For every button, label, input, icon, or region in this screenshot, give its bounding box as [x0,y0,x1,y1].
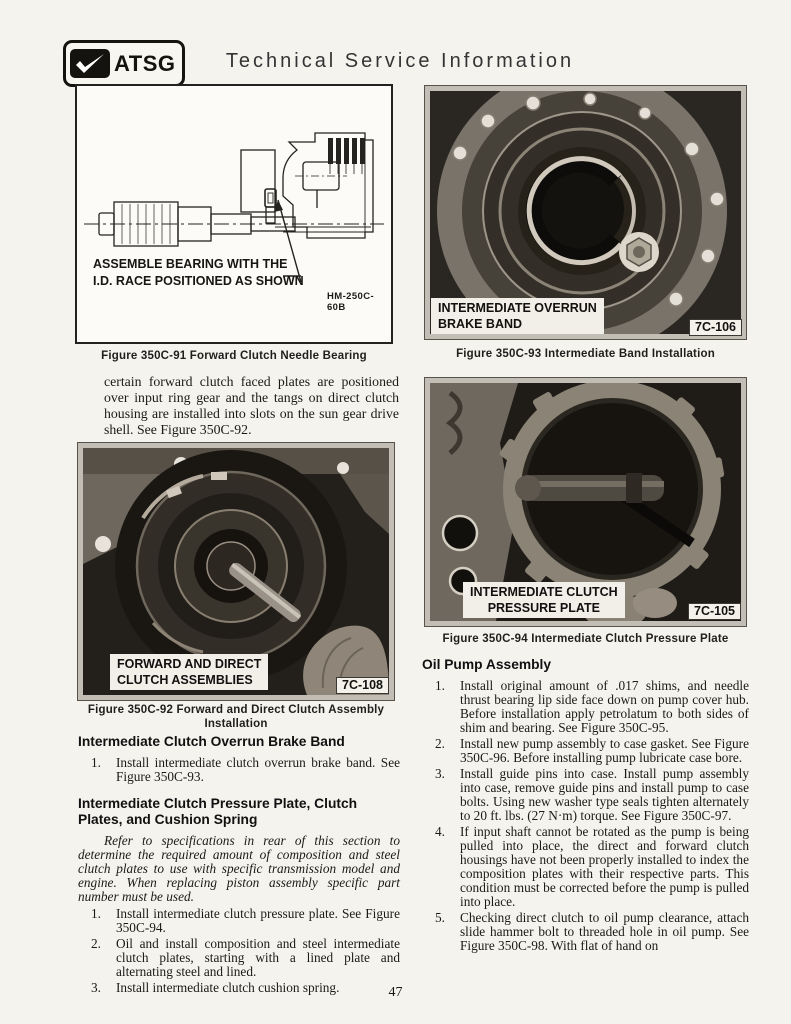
list-item-text: Install original amount of .017 shims, a… [460,677,749,735]
list-item-number: 1. [435,677,445,693]
section-heading: Intermediate Clutch Overrun Brake Band [78,734,345,749]
checkmark-icon [70,49,110,78]
photo-label-line2: CLUTCH ASSEMBLIES [117,673,253,687]
photo-label: FORWARD AND DIRECT CLUTCH ASSEMBLIES [110,654,269,690]
list-item-text: Checking direct clutch to oil pump clear… [460,909,749,953]
photo-tag: 7C-106 [689,319,742,336]
band-installation-photo [430,91,741,334]
list-item-text: Install intermediate clutch pressure pla… [116,905,400,935]
section-heading: Oil Pump Assembly [422,657,552,672]
figure-92-photo: FORWARD AND DIRECT CLUTCH ASSEMBLIES 7C-… [77,442,395,701]
list-item-text: Install guide pins into case. Install pu… [460,765,749,823]
figure-91-caption: Figure 350C-91 Forward Clutch Needle Bea… [101,350,367,362]
caption-line1: Figure 350C-92 Forward and Direct Clutch… [87,704,385,716]
figure-91-diagram: ASSEMBLE BEARING WITH THE I.D. RACE POSI… [75,84,393,344]
intro-paragraph: certain forward clutch faced plates are … [104,374,399,437]
photo-label-line2: BRAKE BAND [438,317,523,331]
photo-label: INTERMEDIATE OVERRUN BRAKE BAND [431,298,604,334]
list-item: 1. Install intermediate clutch pressure … [78,905,400,935]
figure-94-photo: INTERMEDIATE CLUTCH PRESSURE PLATE 7C-10… [424,377,747,627]
photo-label: INTERMEDIATE CLUTCH PRESSURE PLATE [463,582,625,618]
figure-annotation-line1: ASSEMBLE BEARING WITH THE [93,257,288,271]
list-item-number: 1. [91,754,101,770]
list-item: 3. Install intermediate clutch cushion s… [78,979,400,995]
section-note: Refer to specifications in rear of this … [78,832,400,904]
list-item: 4. If input shaft cannot be rotated as t… [422,823,749,909]
list-item: 2. Install new pump assembly to case gas… [422,735,749,765]
left-text-column: Intermediate Clutch Overrun Brake Band 1… [78,734,400,995]
figure-93-photo: INTERMEDIATE OVERRUN BRAKE BAND 7C-106 [424,85,747,340]
section-heading: Intermediate Clutch Pressure Plate, Clut… [78,795,358,828]
page-title: Technical Service Information [225,50,575,72]
right-text-column: Oil Pump Assembly 1. Install original am… [422,657,749,953]
photo-label-line1: FORWARD AND DIRECT [117,657,262,671]
figure-92-caption: Figure 350C-92 Forward and Direct Clutch… [77,703,395,731]
list-item: 1. Install original amount of .017 shims… [422,677,749,735]
photo-label-line1: INTERMEDIATE OVERRUN [438,301,597,315]
list-item: 3. Install guide pins into case. Install… [422,765,749,823]
list-item: 5. Checking direct clutch to oil pump cl… [422,909,749,953]
list-item-number: 3. [435,765,445,781]
list-item-text: Install new pump assembly to case gasket… [460,735,749,765]
list-item-number: 4. [435,823,445,839]
figure-annotation-line2: I.D. RACE POSITIONED AS SHOWN [93,274,304,288]
list-item-number: 2. [435,735,445,751]
list-item-text: If input shaft cannot be rotated as the … [460,823,749,909]
list-item: 2. Oil and install composition and steel… [78,935,400,979]
caption-line2: Installation [204,718,268,730]
figure-94-caption: Figure 350C-94 Intermediate Clutch Press… [442,633,729,645]
list-item-text: Install intermediate clutch overrun brak… [116,754,400,784]
logo-text: ATSG [114,50,176,76]
list-item-number: 3. [91,979,101,995]
list-item-number: 1. [91,905,101,921]
needle-bearing-drawing [84,132,384,283]
list-item-text: Oil and install composition and steel in… [116,935,400,979]
atsg-logo: ATSG [63,40,185,87]
figure-ref-code: HM-250C-60B [327,291,375,313]
list-item: 1. Install intermediate clutch overrun b… [78,754,400,784]
photo-tag: 7C-105 [688,603,741,620]
list-item-number: 5. [435,909,445,925]
photo-label-line1: INTERMEDIATE CLUTCH [470,585,618,599]
list-item-number: 2. [91,935,101,951]
figure-93-caption: Figure 350C-93 Intermediate Band Install… [456,348,715,360]
pressure-plate-photo [430,383,741,621]
list-item-text: Install intermediate clutch cushion spri… [116,979,340,995]
photo-label-line2: PRESSURE PLATE [487,601,600,615]
photo-tag: 7C-108 [336,677,389,694]
page-number: 47 [388,985,403,1000]
